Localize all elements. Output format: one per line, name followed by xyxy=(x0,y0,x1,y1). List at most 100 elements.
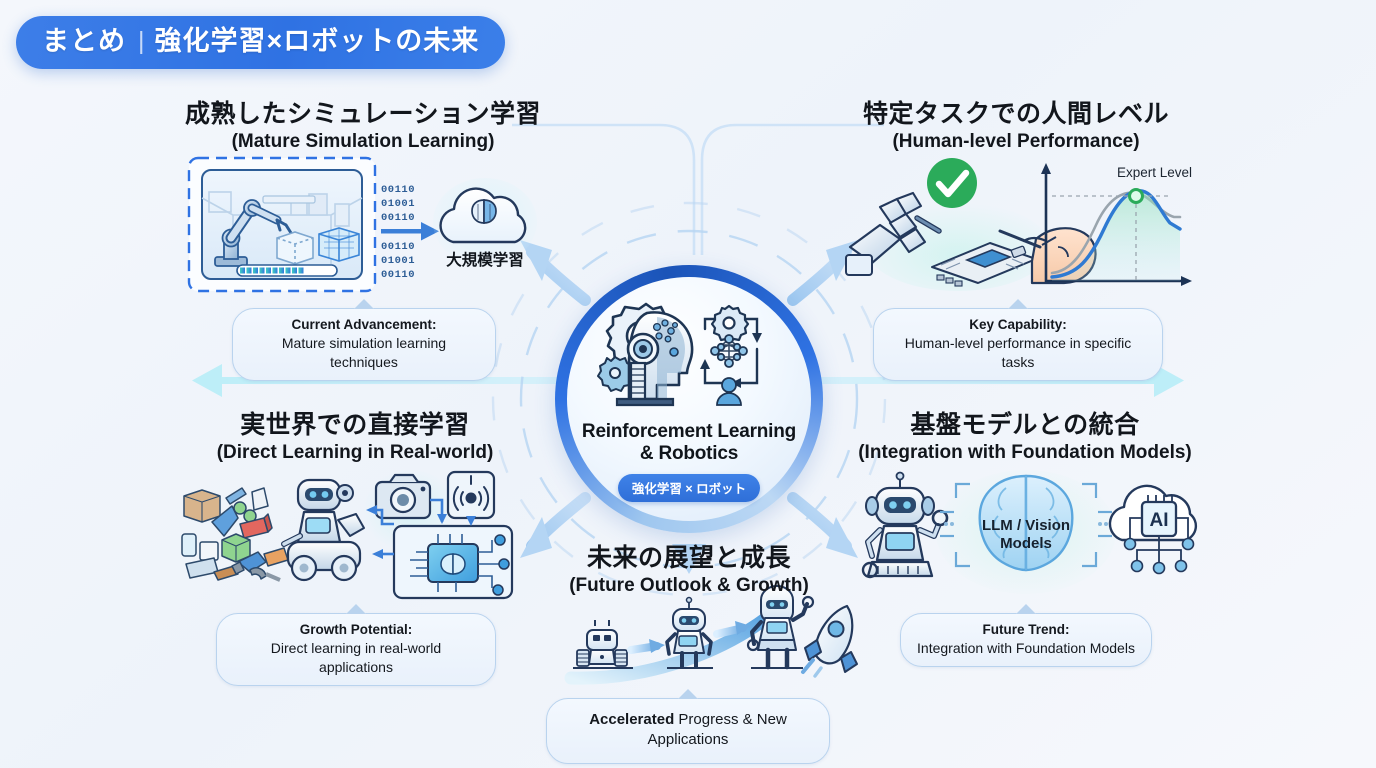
heading-direct-learning-real-world: 実世界での直接学習 (Direct Learning in Real-world… xyxy=(175,410,535,465)
heading-jp: 実世界での直接学習 xyxy=(240,411,470,439)
brain-bracket-decor xyxy=(940,482,1112,568)
caption-label: Key Capability: xyxy=(969,317,1067,332)
illustration-future-outlook-growth xyxy=(564,585,858,685)
caption-human-level-performance: Key Capability: Human-level performance … xyxy=(873,299,1163,381)
heading-human-level-performance: 特定タスクでの人間レベル (Human-level Performance) xyxy=(836,99,1196,154)
chip-traces xyxy=(410,534,500,592)
sensor-icon xyxy=(446,470,496,520)
caption-mature-simulation-learning: Current Advancement: Mature simulation l… xyxy=(232,299,496,381)
ai-chip-label: AI xyxy=(1150,510,1169,531)
check-circle-icon xyxy=(927,158,977,208)
brain-pattern xyxy=(652,319,679,343)
caption-integration-foundation-models: Future Trend: Integration with Foundatio… xyxy=(900,604,1152,668)
caption-direct-learning-real-world: Growth Potential: Direct learning in rea… xyxy=(216,604,496,686)
heading-future-outlook-growth: 未来の展望と成長 (Future Outlook & Growth) xyxy=(509,543,869,598)
wireframe-cube-icon xyxy=(318,227,360,262)
brain-label-line2: Models xyxy=(1000,535,1052,552)
caption-label: Accelerated xyxy=(589,711,675,728)
growth-chart-icon: Expert Level xyxy=(1041,163,1192,286)
robot-arm-icon xyxy=(214,199,293,267)
robot-gen1-icon xyxy=(573,620,633,669)
page-title-main: まとめ xyxy=(42,26,126,56)
caption-notch xyxy=(354,299,374,309)
sensor-flow-arrows xyxy=(366,498,476,559)
objects-pile-icon xyxy=(181,487,289,582)
caption-notch xyxy=(1016,604,1036,614)
cloud-label: 大規模学習 xyxy=(446,250,524,269)
cloud-ai-chip-icon: AI xyxy=(1108,484,1198,575)
svg-text:01001: 01001 xyxy=(381,255,415,267)
svg-text:00110: 00110 xyxy=(381,184,415,196)
heading-mature-simulation-learning: 成熟したシミュレーション学習 (Mature Simulation Learni… xyxy=(183,99,543,154)
brain-inside-chip xyxy=(440,553,466,575)
binary-stream: 00110 01001 00110 00110 01001 00110 xyxy=(381,184,415,281)
robot-head-icon xyxy=(615,311,694,407)
page-title-subtitle: 強化学習×ロボットの未来 xyxy=(154,26,480,56)
heading-en: (Integration with Foundation Models) xyxy=(858,442,1192,463)
agent-person-icon xyxy=(716,377,742,406)
robot-neck xyxy=(629,361,647,401)
caption-notch xyxy=(1008,299,1028,309)
caption-future-outlook-growth: Accelerated Progress & New Applications xyxy=(546,689,830,764)
brain-icon: LLM / Vision Models xyxy=(978,474,1074,572)
caption-label: Current Advancement: xyxy=(291,317,437,332)
gear-icon-small xyxy=(597,356,635,392)
illustration-mature-simulation-learning: 00110 01001 00110 00110 01001 00110 大規模学… xyxy=(187,156,537,293)
hub-icon-robot-head-neural xyxy=(597,302,762,407)
svg-text:01001: 01001 xyxy=(381,198,415,210)
heading-jp: 成熟したシミュレーション学習 xyxy=(184,100,541,128)
robot-gen2-icon xyxy=(665,596,713,669)
robot-eye-lens xyxy=(626,332,660,366)
center-hub-badge: 強化学習 × ロボット xyxy=(617,473,761,502)
heading-en: (Direct Learning in Real-world) xyxy=(216,442,494,463)
robot-hand-icon xyxy=(845,191,942,276)
heading-en: (Human-level Performance) xyxy=(892,131,1140,152)
caption-text: Mature simulation learning techniques xyxy=(281,335,447,371)
rocket-icon xyxy=(801,604,858,678)
page-title-pill: まとめ | 強化学習×ロボットの未来 xyxy=(16,16,506,70)
caption-label: Future Trend: xyxy=(982,622,1070,637)
heading-integration-foundation-models: 基盤モデルとの統合 (Integration with Foundation M… xyxy=(845,410,1205,465)
svg-text:00110: 00110 xyxy=(381,269,415,281)
robot-icon xyxy=(281,478,365,582)
caption-notch xyxy=(346,604,366,614)
robot-icon xyxy=(861,471,949,579)
heading-jp: 基盤モデルとの統合 xyxy=(910,411,1140,439)
caption-text: Direct learning in real-world applicatio… xyxy=(270,640,442,676)
title-separator: | xyxy=(138,27,145,56)
center-hub-title: Reinforcement Learning & Robotics xyxy=(582,421,796,466)
heading-en: (Future Outlook & Growth) xyxy=(569,575,809,596)
caption-label: Growth Potential: xyxy=(299,622,413,637)
center-hub: Reinforcement Learning & Robotics 強化学習 ×… xyxy=(567,277,811,521)
chip-brain-icon xyxy=(392,524,514,600)
illustration-integration-foundation-models: LLM / Vision Models AI xyxy=(861,470,1198,594)
chart-label-expert-level: Expert Level xyxy=(1117,165,1192,180)
radial-arrows xyxy=(520,240,858,574)
heading-jp: 未来の展望と成長 xyxy=(586,544,791,572)
heading-en: (Mature Simulation Learning) xyxy=(231,131,495,152)
caption-text: Integration with Foundation Models xyxy=(917,640,1135,657)
conveyor-icon xyxy=(262,195,316,204)
gear-icon-env xyxy=(710,304,750,344)
neural-network-icon xyxy=(710,334,748,368)
arrow-to-cloud xyxy=(381,222,439,241)
caption-text: Human-level performance in specific task… xyxy=(904,335,1132,371)
hub-title-line2: & Robotics xyxy=(639,443,739,465)
cloud-brain-icon: 大規模学習 xyxy=(433,178,537,269)
brain-label-line1: LLM / Vision xyxy=(982,517,1070,534)
svg-text:00110: 00110 xyxy=(381,212,415,224)
heading-connector-lines xyxy=(512,123,884,255)
progress-bar-icon xyxy=(236,264,338,277)
heading-jp: 特定タスクでの人間レベル xyxy=(862,100,1169,128)
robot-gen3-icon xyxy=(746,585,815,670)
brain-connector-dots xyxy=(944,522,1108,526)
caption-text-combined: Accelerated Progress & New Applications xyxy=(567,710,809,751)
camera-icon xyxy=(374,473,432,520)
brain-icon xyxy=(471,199,497,224)
caption-text: Progress & New Applications xyxy=(647,711,787,749)
illustration-human-level-performance: Expert Level xyxy=(845,158,1192,291)
svg-text:00110: 00110 xyxy=(381,241,415,253)
caption-notch xyxy=(678,689,698,699)
cube-icon xyxy=(276,231,314,265)
